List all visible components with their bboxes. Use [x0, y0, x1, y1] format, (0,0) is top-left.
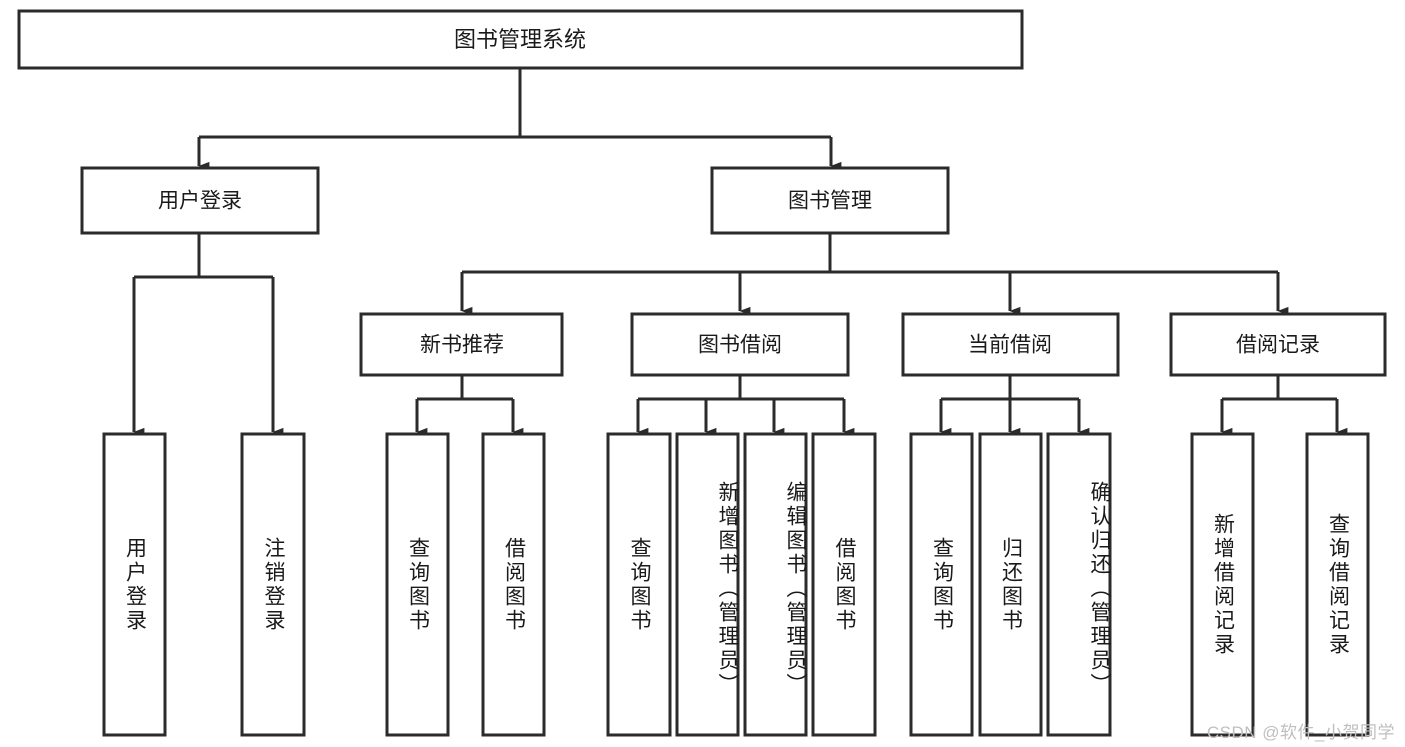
node-borrow-record[interactable]: 借阅记录 — [1169, 312, 1387, 377]
csdn-watermark: CSDN @软件_小贺同学 — [1206, 723, 1395, 742]
leaf-add-record-box[interactable] — [1190, 432, 1255, 737]
leaf-user-logout-box[interactable] — [240, 432, 306, 737]
borrow-record-box[interactable] — [1169, 312, 1387, 377]
borrow-record-label: 借阅记录 — [1236, 334, 1320, 357]
current-borrow-box[interactable] — [901, 312, 1120, 377]
leaf-query-book-3-box[interactable] — [909, 432, 974, 737]
leaf-borrow-book-2-box[interactable] — [811, 432, 877, 737]
leaf-query-record-box[interactable] — [1305, 432, 1370, 737]
new-book-recommend-box[interactable] — [359, 312, 564, 377]
user-login-box[interactable] — [80, 166, 320, 235]
node-book-borrow[interactable]: 图书借阅 — [630, 312, 850, 377]
leaf-return-book-box[interactable] — [978, 432, 1043, 737]
connector-layer — [132, 68, 1348, 437]
leaf-query-book-1-box[interactable] — [385, 432, 450, 737]
book-borrow-box[interactable] — [630, 312, 850, 377]
node-new-book-recommend[interactable]: 新书推荐 — [359, 312, 564, 377]
node-current-borrow[interactable]: 当前借阅 — [901, 312, 1120, 377]
node-root[interactable]: 图书管理系统 — [17, 9, 1024, 70]
leaf-user-login-box[interactable] — [102, 432, 167, 737]
book-borrow-label: 图书借阅 — [698, 334, 782, 357]
leaf-add-book-box[interactable] — [675, 432, 740, 737]
leaf-box-layer — [102, 432, 1370, 737]
leaf-borrow-book-1-box[interactable] — [481, 432, 546, 737]
leaf-confirm-return-box[interactable] — [1046, 432, 1112, 737]
book-management-box[interactable] — [710, 166, 950, 235]
node-user-login[interactable]: 用户登录 — [80, 166, 320, 235]
node-book-management[interactable]: 图书管理 — [710, 166, 950, 235]
new-book-recommend-label: 新书推荐 — [420, 334, 504, 357]
root-label: 图书管理系统 — [454, 27, 586, 52]
root-box[interactable] — [17, 9, 1024, 70]
leaf-query-book-2-box[interactable] — [606, 432, 672, 737]
current-borrow-label: 当前借阅 — [968, 334, 1052, 357]
leaf-edit-book-box[interactable] — [743, 432, 808, 737]
book-management-label: 图书管理 — [788, 190, 872, 213]
user-login-label: 用户登录 — [158, 190, 242, 213]
